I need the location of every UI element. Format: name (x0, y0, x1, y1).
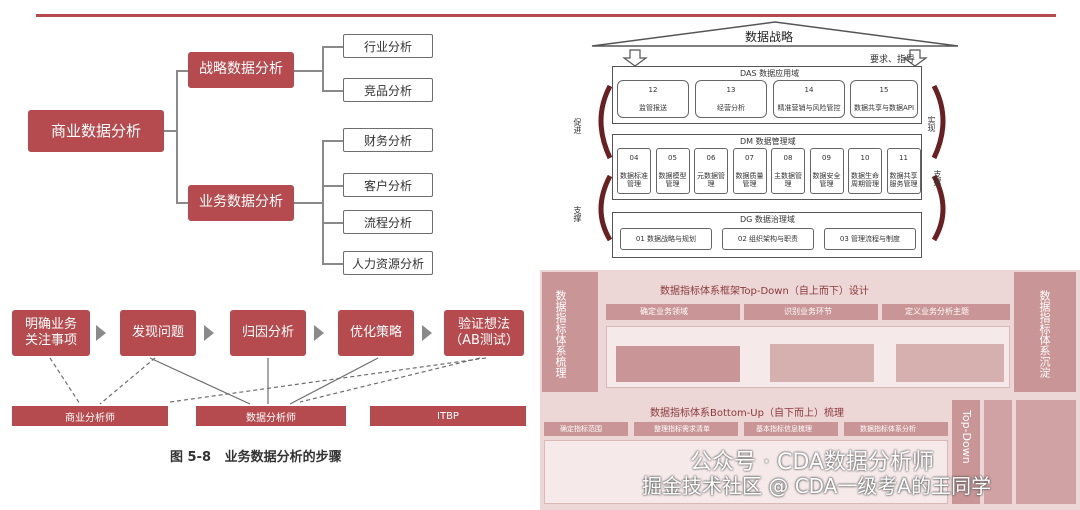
dg-item: 01 数据战略与规划 (620, 228, 712, 250)
right-bottom-panel-2 (1016, 400, 1076, 504)
bottomup-tab (844, 422, 948, 436)
side-label: 促进 (573, 118, 582, 134)
mindmap-item-finance: 财务分析 (343, 128, 433, 152)
step-5: 验证想法 （AB测试） (444, 310, 524, 356)
role-data-analyst: 数据分析师 (196, 406, 346, 426)
topdown-thumb (896, 344, 1004, 382)
side-label: 支撑 (573, 206, 582, 222)
step-1: 明确业务 关注事项 (12, 310, 90, 356)
bottomup-tab-label: 数据指标体系分析 (860, 425, 916, 433)
arrow-right-icon (96, 325, 106, 341)
topdown-thumb (616, 346, 740, 382)
right-side-panel (1014, 272, 1076, 392)
arrow-right-icon (422, 325, 432, 341)
right-bottom-panel (984, 400, 1012, 504)
dg-item: 03 管理流程与制度 (824, 228, 916, 250)
topdown-tab-label: 确定业务领域 (640, 307, 688, 316)
mindmap-item-customer: 客户分析 (343, 173, 433, 197)
figure-caption: 图 5-8 业务数据分析的步骤 (170, 450, 342, 465)
topdown-tab (744, 304, 878, 320)
mindmap-item-process: 流程分析 (343, 210, 433, 234)
step-4: 优化策略 (338, 310, 414, 356)
role-business-analyst: 商业分析师 (12, 406, 168, 426)
arrow-right-icon (314, 325, 324, 341)
strategy-req: 要求、指导 (870, 55, 916, 65)
topdown-side-label: Top-Down (960, 410, 973, 464)
strategy-banner (591, 21, 959, 67)
side-label: 支撑 (933, 170, 942, 186)
topdown-thumb (770, 344, 874, 382)
top-rule (36, 14, 1056, 17)
role-connectors (49, 357, 487, 405)
strategy-title: 数据战略 (745, 30, 794, 44)
topdown-tab (606, 304, 740, 320)
watermark-line2: 掘金技术社区 @ CDA一级考A的王同学 (642, 474, 992, 498)
dg-title: DG 数据治理域 (740, 215, 795, 224)
topdown-title: 数据指标体系框架Top-Down（自上而下）设计 (660, 286, 869, 297)
role-itbp: ITBP (370, 406, 526, 426)
bottomup-tab (744, 422, 838, 436)
mindmap-item-industry: 行业分析 (343, 34, 433, 58)
arrow-right-icon (204, 325, 214, 341)
das-title: DAS 数据应用域 (740, 69, 800, 78)
dg-item: 02 组织架构与职责 (722, 228, 814, 250)
watermark-line1: 公众号 · CDA数据分析师 (690, 450, 934, 475)
cycle-arrows (598, 84, 946, 242)
right-side-label: 数据指标体系沉淀 (1038, 290, 1051, 378)
bottomup-tab (634, 422, 738, 436)
left-side-label: 数据指标体系梳理 (554, 290, 567, 378)
bottomup-content (544, 440, 948, 504)
step-3: 归因分析 (230, 310, 306, 356)
topdown-tab (882, 304, 1010, 320)
mindmap-strategic: 战略数据分析 (188, 52, 294, 88)
mindmap-item-competitor: 竞品分析 (343, 78, 433, 102)
bottomup-tab-label: 基本指标信息梳理 (756, 425, 812, 433)
mindmap-business: 业务数据分析 (188, 185, 294, 221)
mindmap-root: 商业数据分析 (28, 110, 164, 152)
bottomup-tab-label: 整理指标需求清单 (654, 425, 710, 433)
bottomup-tab (544, 422, 628, 436)
dm-title: DM 数据管理域 (740, 137, 796, 146)
bottomup-tab-label: 确定指标范围 (560, 425, 602, 433)
side-label: 实现 (927, 116, 936, 132)
mindmap-item-hr: 人力资源分析 (343, 251, 433, 275)
left-side-panel (542, 272, 598, 392)
topdown-tab-label: 定义业务分析主题 (905, 307, 969, 316)
bottomup-title: 数据指标体系Bottom-Up（自下而上）梳理 (650, 408, 844, 419)
topdown-tab-label: 识别业务环节 (784, 307, 832, 316)
topdown-side-panel (952, 400, 980, 504)
step-2: 发现问题 (120, 310, 196, 356)
